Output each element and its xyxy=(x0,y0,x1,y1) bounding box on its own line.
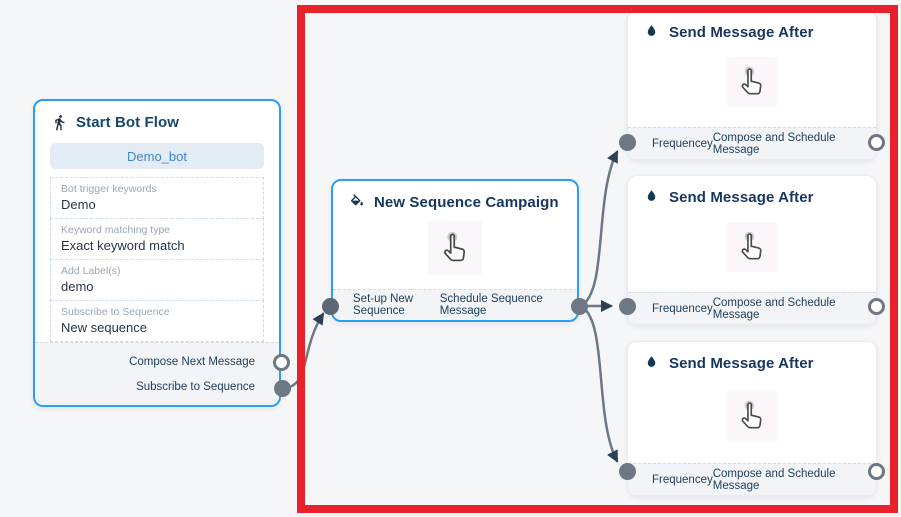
port-label-setup-new-sequence: Set-up New Sequence xyxy=(353,293,414,317)
tap-hand-cursor-icon[interactable] xyxy=(727,222,777,272)
port-send-3-input[interactable] xyxy=(619,463,636,480)
edge-campaign-to-send-1 xyxy=(579,150,619,308)
port-label-frequencey: Frequencey xyxy=(652,302,713,315)
node-title: Send Message After xyxy=(669,24,814,41)
port-send-1-input[interactable] xyxy=(619,134,636,151)
node-title: Send Message After xyxy=(669,189,814,206)
bot-config-fields: Bot trigger keywords Demo Keyword matchi… xyxy=(35,173,279,342)
port-label-compose-and-schedule-message: Compose and Schedule Message xyxy=(712,467,836,492)
water-drop-icon xyxy=(644,189,661,206)
field-label: Keyword matching type xyxy=(61,224,171,236)
node-send-message-after-1[interactable]: Send Message After Frequencey Compose an… xyxy=(627,10,877,160)
field-value: Demo xyxy=(61,197,96,212)
port-label-compose-and-schedule-message: Compose and Schedule Message xyxy=(712,296,836,321)
port-label-frequencey: Frequencey xyxy=(652,137,713,150)
field-bot-trigger-keywords[interactable]: Bot trigger keywords Demo xyxy=(50,177,264,219)
field-value: demo xyxy=(61,279,94,294)
output-subscribe-to-sequence: Subscribe to Sequence xyxy=(35,374,279,399)
port-label-frequencey: Frequencey xyxy=(652,473,713,486)
tap-hand-cursor-icon[interactable] xyxy=(428,221,482,275)
port-label-compose-and-schedule-message: Compose and Schedule Message xyxy=(712,131,836,156)
port-send-2-input[interactable] xyxy=(619,298,636,315)
output-label: Compose Next Message xyxy=(129,355,255,368)
bot-name-button[interactable]: Demo_bot xyxy=(50,143,264,169)
node-start-bot-flow[interactable]: Start Bot Flow Demo_bot Bot trigger keyw… xyxy=(33,99,281,407)
edge-campaign-to-send-3 xyxy=(579,304,619,463)
water-drop-icon xyxy=(644,24,661,41)
field-keyword-matching-type[interactable]: Keyword matching type Exact keyword matc… xyxy=(50,218,264,260)
port-send-1-output[interactable] xyxy=(868,134,885,151)
port-send-3-output[interactable] xyxy=(868,463,885,480)
output-compose-next-message: Compose Next Message xyxy=(35,349,279,374)
field-label: Bot trigger keywords xyxy=(61,183,157,195)
output-label: Subscribe to Sequence xyxy=(136,380,255,393)
edge-start-to-campaign xyxy=(284,312,325,390)
field-value: New sequence xyxy=(61,320,147,335)
field-add-labels[interactable]: Add Label(s) demo xyxy=(50,259,264,301)
node-send-message-after-2[interactable]: Send Message After Frequencey Compose an… xyxy=(627,175,877,325)
field-label: Subscribe to Sequence xyxy=(61,306,170,318)
field-subscribe-to-sequence[interactable]: Subscribe to Sequence New sequence xyxy=(50,300,264,342)
paint-bucket-icon xyxy=(349,194,366,211)
field-label: Add Label(s) xyxy=(61,265,121,277)
start-node-outputs: Compose Next Message Subscribe to Sequen… xyxy=(35,342,279,405)
port-send-2-output[interactable] xyxy=(868,298,885,315)
node-send-message-after-3[interactable]: Send Message After Frequencey Compose an… xyxy=(627,341,877,496)
port-campaign-input[interactable] xyxy=(322,298,339,315)
walking-person-icon xyxy=(51,114,68,131)
port-label-schedule-sequence-message: Schedule Sequence Message xyxy=(439,293,543,317)
port-start-compose-next-message-output[interactable] xyxy=(273,354,290,371)
node-title: New Sequence Campaign xyxy=(374,194,559,211)
node-new-sequence-campaign[interactable]: New Sequence Campaign Set-up New Sequenc… xyxy=(331,179,579,322)
port-campaign-output[interactable] xyxy=(571,298,588,315)
tap-hand-cursor-icon[interactable] xyxy=(727,390,777,441)
water-drop-icon xyxy=(644,355,661,372)
tap-hand-cursor-icon[interactable] xyxy=(727,57,777,107)
field-value: Exact keyword match xyxy=(61,238,185,253)
node-title: Send Message After xyxy=(669,355,814,372)
node-title: Start Bot Flow xyxy=(76,114,180,131)
port-start-subscribe-to-sequence-output[interactable] xyxy=(274,380,291,397)
